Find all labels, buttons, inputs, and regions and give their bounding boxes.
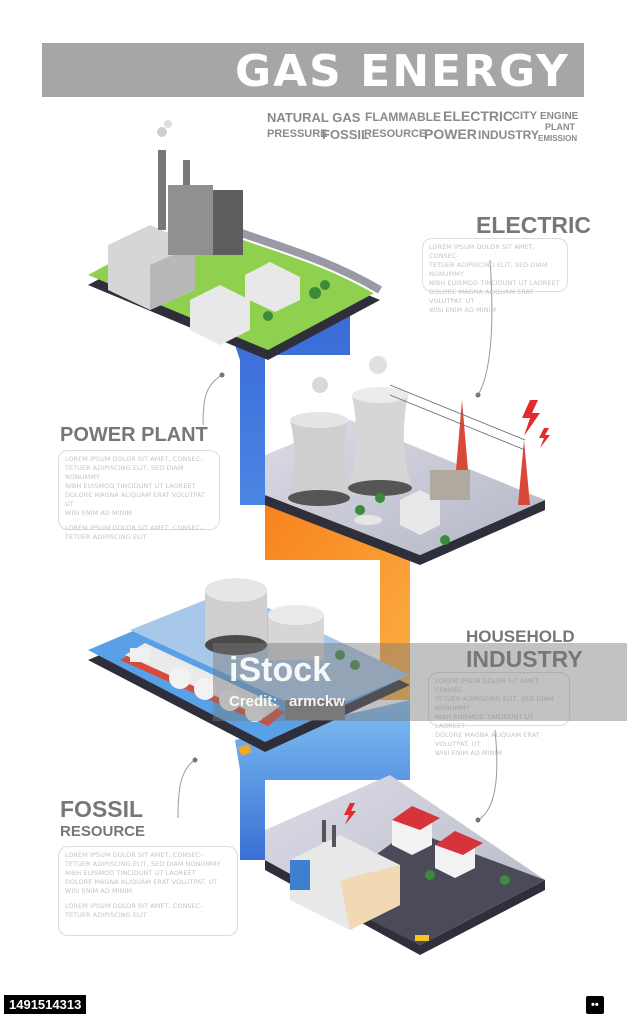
power-plant-body-text: LOREM IPSUM DOLOR SIT AMET, CONSEC- TETU… [65,455,207,517]
fossil-text-box: LOREM IPSUM DOLOR SIT AMET, CONSEC- TETU… [58,846,238,936]
electric-heading: ELECTRIC [476,212,591,238]
keyword-natural-gas: NATURAL GAS [267,110,361,125]
watermark-brand: iStock [229,651,332,689]
keyword-pressure: PRESSURE [267,128,328,140]
keyword-industry: INDUSTRY [478,128,539,142]
fossil-body-text-2: LOREM IPSUM DOLOR SIT AMET, CONSEC- TETU… [65,902,203,919]
title-banner: GAS ENERGY [42,43,584,97]
flow-ribbon-blue-top [230,310,350,505]
household-text-box: LOREM IPSUM DOLOR SIT AMET, CONSEC- TETU… [428,672,570,757]
keyword-fossil: FOSSIL [322,127,369,142]
fossil-heading: FOSSIL [60,796,144,822]
keyword-engine: ENGINE [540,111,579,122]
footer-bar [0,994,627,1024]
keyword-resource: RESOURCE [364,128,427,140]
keyword-electric: ELECTRIC [443,108,513,124]
flow-ribbon-orange [265,505,410,700]
power-plant-text-box: LOREM IPSUM DOLOR SIT AMET, CONSEC- TETU… [58,450,220,541]
keyword-city: CITY [512,110,538,122]
fossil-body-text: LOREM IPSUM DOLOR SIT AMET, CONSEC- TETU… [65,851,221,895]
leader-fossil [177,759,196,819]
electric-body-text: LOREM IPSUM DOLOR SIT AMET, CONSEC- TETU… [429,243,560,314]
power-plant-body-text-2: LOREM IPSUM DOLOR SIT AMET, CONSEC- TETU… [65,524,203,541]
platform-household-industry [265,775,545,955]
household-body-text: LOREM IPSUM DOLOR SIT AMET, CONSEC- TETU… [435,677,554,757]
leader-household [477,729,498,821]
resource-heading: RESOURCE [60,823,146,840]
keyword-emission: EMISSION [538,134,578,143]
keyword-power: POWER [424,126,477,142]
keyword-flammable: FLAMMABLE [365,110,441,124]
page-title: GAS ENERGY [234,46,570,97]
household-heading: HOUSEHOLD [466,627,575,646]
platform-fossil-resource [88,578,410,756]
getty-logo-icon: •• [586,996,604,1014]
power-plant-heading: POWER PLANT [60,424,208,446]
keyword-plant: PLANT [545,122,575,132]
watermark-author: armckw [289,693,345,710]
watermark-band: iStock Credit: armckw [213,643,627,721]
electric-text-box: LOREM IPSUM DOLOR SIT AMET, CONSEC- TETU… [422,238,568,314]
leader-power-plant [202,374,223,426]
image-id-badge: 1491514313 [4,995,87,1014]
platform-power-plant [88,120,384,360]
leader-electric [477,259,493,396]
industry-heading: INDUSTRY [466,646,583,672]
watermark-credit-label: Credit: [229,693,278,710]
platform-electric [265,356,550,565]
